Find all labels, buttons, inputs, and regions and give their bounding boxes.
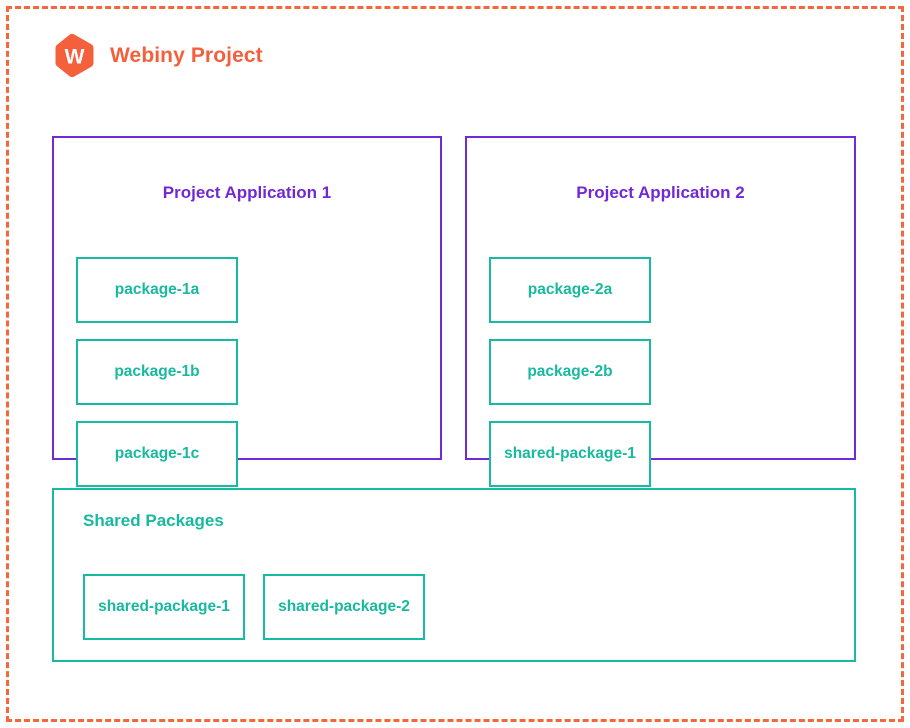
svg-text:W: W (65, 46, 85, 69)
project-application-1-box: Project Application 1 package-1a package… (52, 136, 442, 569)
package-box[interactable]: shared-package-2 (263, 574, 425, 640)
package-box[interactable]: package-1a (76, 257, 238, 323)
brand-header: W Webiny Project (52, 33, 263, 78)
package-box[interactable]: package-1c (76, 421, 238, 487)
package-box[interactable]: shared-package-1 (83, 574, 245, 640)
project-title: Webiny Project (110, 44, 263, 67)
project-application-2-title: Project Application 2 (576, 183, 745, 202)
shared-packages-box: Shared Packages shared-package-1 shared-… (52, 488, 856, 662)
package-label: package-1c (114, 445, 200, 463)
project-application-2-box: Project Application 2 package-2a package… (465, 136, 856, 569)
package-label: package-2a (527, 281, 613, 299)
package-box[interactable]: package-2b (489, 339, 651, 405)
project-boundary (6, 6, 904, 722)
package-box[interactable]: shared-package-1 (489, 421, 651, 487)
shared-packages-list: shared-package-1 shared-package-2 (83, 574, 425, 640)
package-label: package-2b (527, 363, 613, 381)
package-label: shared-package-2 (278, 598, 410, 616)
webiny-w-hexagon-icon: W (55, 33, 94, 78)
package-box[interactable]: package-1b (76, 339, 238, 405)
package-label: package-1b (114, 363, 200, 381)
package-label: package-1a (114, 281, 200, 299)
package-box[interactable]: package-2a (489, 257, 651, 323)
shared-packages-title: Shared Packages (83, 511, 224, 530)
project-application-1-title: Project Application 1 (162, 183, 332, 202)
package-label: shared-package-1 (504, 445, 636, 463)
package-label: shared-package-1 (98, 598, 230, 616)
